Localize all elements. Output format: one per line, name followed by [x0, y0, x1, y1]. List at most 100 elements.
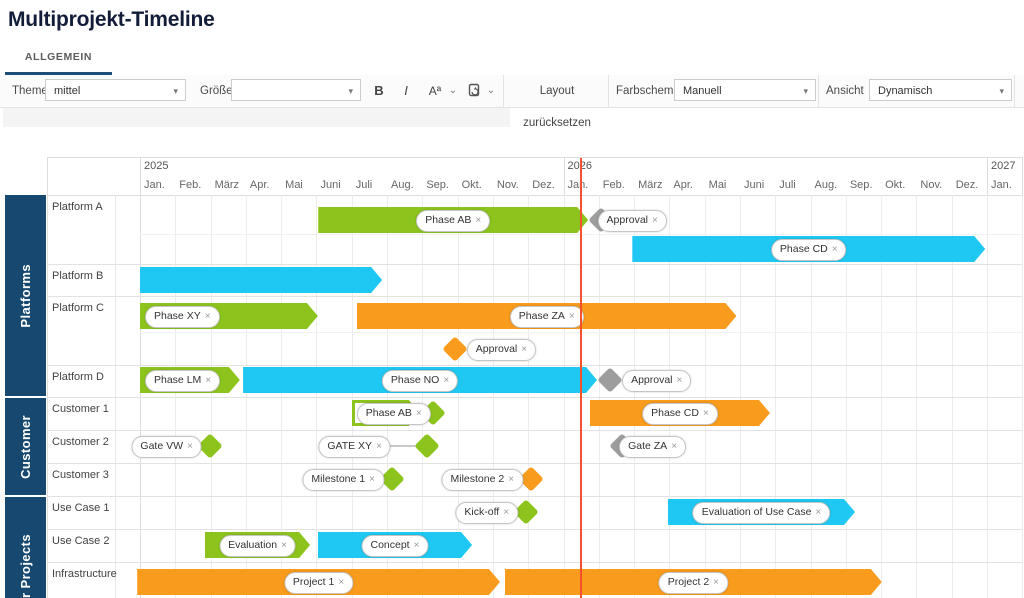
bar-label-pill[interactable]: Approval×	[466, 339, 537, 361]
month-gridline	[564, 195, 565, 598]
close-icon[interactable]: ×	[369, 474, 375, 485]
bar-label-pill[interactable]: Milestone 2×	[441, 469, 524, 491]
close-icon[interactable]: ×	[475, 215, 482, 226]
bar-label-pill[interactable]: Phase CD×	[770, 239, 847, 261]
row-divider	[47, 296, 1022, 297]
font-case-button[interactable]: Aª	[428, 84, 442, 98]
close-icon[interactable]: ×	[702, 408, 709, 419]
toolbar-divider	[818, 75, 819, 107]
close-icon[interactable]: ×	[671, 441, 678, 452]
bar-label: Phase NO	[390, 374, 440, 386]
bar-label-pill[interactable]: Phase NO×	[381, 370, 459, 392]
bar-label-pill[interactable]: GATE XY×	[318, 436, 391, 458]
row-label: Platform D	[52, 371, 104, 383]
header-bottom-line	[47, 195, 1022, 196]
close-icon[interactable]: ×	[508, 474, 515, 485]
chevron-down-icon[interactable]: ⌄	[486, 85, 496, 96]
close-icon[interactable]: ×	[187, 441, 193, 452]
close-icon[interactable]: ×	[652, 215, 658, 226]
month-label: Nov.	[920, 179, 943, 191]
group-band: Platforms	[5, 195, 46, 396]
bar-label: Phase ZA	[518, 310, 565, 322]
close-icon[interactable]: ×	[568, 311, 575, 322]
close-icon[interactable]: ×	[338, 577, 345, 588]
row-label: Customer 2	[52, 436, 109, 448]
bar-label-pill[interactable]: Approval×	[622, 370, 692, 392]
bar-label-pill[interactable]: Milestone 1×	[302, 469, 384, 491]
bar-label: Phase AB	[425, 214, 472, 226]
colorscheme-select[interactable]: Manuell ▾	[674, 79, 816, 101]
month-label: Juni	[320, 179, 341, 191]
milestone-connector	[388, 445, 427, 447]
bold-button[interactable]: B	[374, 83, 384, 98]
toolbar: Theme mittel ▾ Größe ▾ B I Aª ⌄ ⌄ Layout…	[0, 75, 1024, 129]
size-select[interactable]: ▾	[231, 79, 361, 101]
close-icon[interactable]: ×	[503, 507, 510, 518]
month-gridline	[211, 195, 212, 598]
close-icon[interactable]: ×	[376, 441, 382, 452]
month-label: Apr.	[673, 179, 693, 191]
bar-label-pill[interactable]: Evaluation of Use Case×	[692, 502, 831, 524]
row-label: Platform B	[52, 270, 104, 282]
bar-label-pill[interactable]: Evaluation×	[219, 535, 296, 557]
close-icon[interactable]: ×	[415, 408, 422, 419]
close-icon[interactable]: ×	[443, 375, 450, 386]
bar-label-pill[interactable]: Concept×	[361, 535, 429, 557]
view-select[interactable]: Dynamisch ▾	[869, 79, 1012, 101]
month-label: Feb.	[179, 179, 202, 191]
row-divider	[47, 264, 1022, 265]
bar-label-pill[interactable]: Phase LM×	[145, 370, 221, 392]
chevron-down-icon: ▾	[173, 86, 178, 96]
italic-button[interactable]: I	[404, 83, 408, 98]
paste-layout-icon[interactable]	[462, 75, 484, 115]
close-icon[interactable]: ×	[413, 540, 420, 551]
close-icon[interactable]: ×	[204, 311, 211, 322]
close-icon[interactable]: ×	[205, 375, 212, 386]
close-icon[interactable]: ×	[713, 577, 719, 588]
bar-label: Milestone 1	[311, 473, 366, 485]
month-label: Jan.	[144, 179, 165, 191]
bar-label-pill[interactable]: Gate VW×	[131, 436, 202, 458]
gantt-bar[interactable]	[140, 267, 382, 293]
bar-label: Project 2	[667, 576, 710, 588]
group-band: Customer	[5, 398, 46, 495]
year-boundary-line	[564, 157, 565, 195]
close-icon[interactable]: ×	[521, 344, 528, 355]
bar-label-pill[interactable]: Phase AB×	[356, 403, 431, 425]
month-gridline	[352, 195, 353, 598]
month-label: Juli	[355, 179, 373, 191]
bar-label-pill[interactable]: Gate ZA×	[619, 436, 687, 458]
bar-label-pill[interactable]: Project 2×	[658, 572, 728, 594]
gantt-milestone[interactable]	[414, 433, 440, 459]
bar-label-pill[interactable]: Phase CD×	[642, 403, 718, 425]
month-gridline	[881, 195, 882, 598]
group-band-label: Platforms	[18, 263, 33, 328]
page-title: Multiprojekt-Timeline	[8, 8, 215, 31]
bar-label: Milestone 2	[450, 473, 505, 485]
theme-select[interactable]: mittel ▾	[45, 79, 186, 101]
close-icon[interactable]: ×	[281, 540, 287, 551]
chevron-down-icon[interactable]: ⌄	[448, 85, 458, 96]
bar-label-pill[interactable]: Phase AB×	[416, 210, 491, 232]
bar-label-pill[interactable]: Project 1×	[283, 572, 354, 594]
gantt-milestone[interactable]	[442, 336, 468, 362]
row-label: Infrastructure	[52, 568, 117, 580]
gantt-milestone[interactable]	[597, 367, 623, 393]
bar-label-pill[interactable]: Approval×	[597, 210, 667, 232]
bar-label-pill[interactable]: Phase ZA×	[509, 306, 584, 328]
reset-layout-button[interactable]: Layout zurücksetzen	[523, 85, 591, 129]
bar-label-pill[interactable]: Phase XY×	[145, 306, 220, 328]
month-label: Mai	[285, 179, 303, 191]
month-label: Juni	[743, 179, 765, 191]
month-label: Feb.	[602, 179, 625, 191]
month-label: Okt.	[885, 179, 906, 191]
month-gridline	[634, 195, 635, 598]
row-divider	[47, 430, 1022, 431]
close-icon[interactable]: ×	[676, 375, 683, 386]
close-icon[interactable]: ×	[815, 507, 822, 518]
close-icon[interactable]: ×	[831, 244, 838, 255]
size-label: Größe	[200, 85, 233, 97]
bar-label-pill[interactable]: Kick-off×	[455, 502, 519, 524]
chevron-down-icon: ▾	[348, 86, 353, 96]
tab-allgemein[interactable]: ALLGEMEIN	[5, 44, 112, 76]
